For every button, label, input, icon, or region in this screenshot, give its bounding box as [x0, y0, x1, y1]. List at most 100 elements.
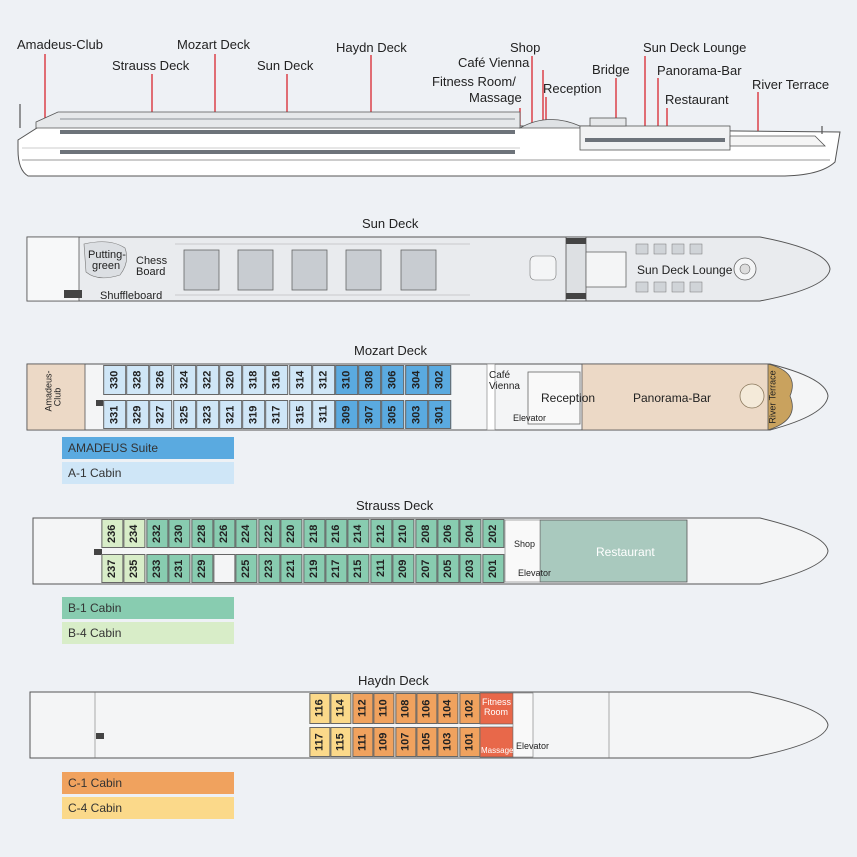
sun-deck-shuffleboard: Shuffleboard — [100, 290, 163, 302]
cabin-101: 101 — [458, 727, 481, 757]
cabin-237: 237 — [101, 554, 124, 583]
cabin-216: 216 — [325, 519, 348, 548]
sun-deck-lounge-label: Sun Deck Lounge — [637, 263, 733, 277]
cabin-115: 115 — [330, 727, 352, 757]
cabin-229: 229 — [190, 554, 213, 583]
sun-deck-putting-2: green — [92, 260, 121, 272]
cabin-222: 222 — [257, 519, 281, 548]
legend-b1-cabin: B-1 Cabin — [62, 597, 234, 619]
haydn-elevator-label: Elevator — [516, 741, 550, 751]
cabin-330: 330 — [103, 365, 127, 395]
cabin-236: 236 — [101, 519, 124, 548]
cabin-331: 331 — [103, 400, 127, 429]
legend-b4-cabin: B-4 Cabin — [62, 622, 234, 644]
cabin-230: 230 — [168, 519, 191, 548]
cabin-114: 114 — [330, 693, 352, 724]
cabin-219: 219 — [302, 554, 325, 583]
cabin-209: 209 — [392, 554, 415, 583]
cabin-102: 102 — [458, 693, 481, 724]
cabin-308: 308 — [358, 365, 382, 395]
profile-label-panorama-bar: Panorama-Bar — [657, 63, 742, 78]
profile-label-fitness-room: Fitness Room/ — [432, 74, 516, 89]
cabin-220: 220 — [280, 519, 303, 548]
strauss-restaurant-label: Restaurant — [596, 545, 655, 559]
cabin-303: 303 — [404, 400, 428, 429]
cabin-112: 112 — [351, 693, 374, 724]
cabin-203: 203 — [459, 554, 482, 583]
cabin-116: 116 — [309, 693, 331, 724]
cabin-322: 322 — [195, 365, 219, 395]
cabin-324: 324 — [172, 365, 196, 395]
profile-label-shop: Shop — [510, 40, 541, 55]
cabin-318: 318 — [242, 365, 266, 395]
profile-label-amadeus-club: Amadeus-Club — [17, 37, 103, 52]
cabin-218: 218 — [302, 519, 325, 548]
legend-amadeus-suite: AMADEUS Suite — [62, 437, 234, 459]
cabin-211: 211 — [369, 554, 393, 583]
cabin-201: 201 — [481, 554, 505, 583]
mozart-cafe-label-2: Vienna — [489, 381, 520, 392]
ship-profile — [17, 54, 841, 177]
profile-label-restaurant: Restaurant — [665, 92, 729, 107]
cabin-329: 329 — [126, 400, 150, 429]
sun-deck-chess-1: Chess — [136, 255, 168, 267]
cabin-315: 315 — [288, 400, 312, 429]
cabin-328: 328 — [126, 365, 150, 395]
mozart-club-label-2: Club — [52, 387, 63, 407]
haydn-deck-title: Haydn Deck — [358, 673, 429, 688]
cabin-103: 103 — [437, 727, 459, 757]
sun-deck-title: Sun Deck — [362, 216, 419, 231]
cabin-234: 234 — [123, 519, 146, 548]
cabin-325: 325 — [172, 400, 196, 429]
cabin-309: 309 — [335, 400, 359, 429]
profile-label-reception: Reception — [543, 81, 602, 96]
cabin-327: 327 — [149, 400, 173, 429]
sun-deck-putting-1: Putting- — [88, 249, 126, 261]
cabin-225: 225 — [235, 554, 258, 583]
mozart-river-terrace-label: River Terrace — [767, 370, 778, 424]
profile-label-mozart-deck: Mozart Deck — [177, 37, 250, 52]
cabin-323: 323 — [195, 400, 219, 429]
cabin-321: 321 — [219, 400, 243, 429]
cabin-207: 207 — [414, 554, 437, 583]
haydn-fitness-label-1: Fitness — [482, 697, 512, 707]
cabin-232: 232 — [145, 519, 169, 548]
cabin-320: 320 — [219, 365, 243, 395]
cabin-310: 310 — [335, 365, 359, 395]
legend-c1-cabin: C-1 Cabin — [62, 772, 234, 794]
profile-label-haydn-deck: Haydn Deck — [336, 40, 407, 55]
cabin-302: 302 — [427, 365, 451, 395]
cabin-106: 106 — [416, 693, 438, 724]
mozart-panorama-bar-label: Panorama-Bar — [633, 391, 712, 405]
cabin-304: 304 — [404, 365, 428, 395]
cabin-224: 224 — [235, 519, 258, 548]
cabin-107: 107 — [394, 727, 416, 757]
profile-label-sun-deck-lounge: Sun Deck Lounge — [643, 40, 747, 55]
profile-label-river-terrace: River Terrace — [752, 77, 830, 92]
cabin-233: 233 — [145, 554, 169, 583]
cabin-235: 235 — [123, 554, 146, 583]
cabin-217: 217 — [325, 554, 348, 583]
cabin-326: 326 — [149, 365, 173, 395]
profile-label-bridge: Bridge — [592, 62, 630, 77]
cabin-231: 231 — [168, 554, 191, 583]
cabin-202: 202 — [481, 519, 505, 548]
haydn-massage-label: Massage — [481, 746, 514, 755]
cabin-228: 228 — [190, 519, 213, 548]
profile-label-massage: Massage — [469, 90, 522, 105]
cabin-204: 204 — [459, 519, 482, 548]
cabin-312: 312 — [311, 365, 335, 395]
cabin-109: 109 — [373, 727, 395, 757]
cabin-301: 301 — [427, 400, 451, 429]
haydn-fitness-label-2: Room — [484, 707, 509, 717]
cabin-208: 208 — [414, 519, 437, 548]
profile-label-sun-deck: Sun Deck — [257, 58, 314, 73]
legend-a1-cabin: A-1 Cabin — [62, 462, 234, 484]
cabin-104: 104 — [437, 693, 459, 724]
cabin-108: 108 — [394, 693, 416, 724]
cabin-317: 317 — [265, 400, 289, 429]
cabin-314: 314 — [288, 365, 312, 395]
cabin-205: 205 — [437, 554, 460, 583]
strauss-deck-title: Strauss Deck — [356, 498, 434, 513]
strauss-elevator-label: Elevator — [518, 568, 552, 578]
